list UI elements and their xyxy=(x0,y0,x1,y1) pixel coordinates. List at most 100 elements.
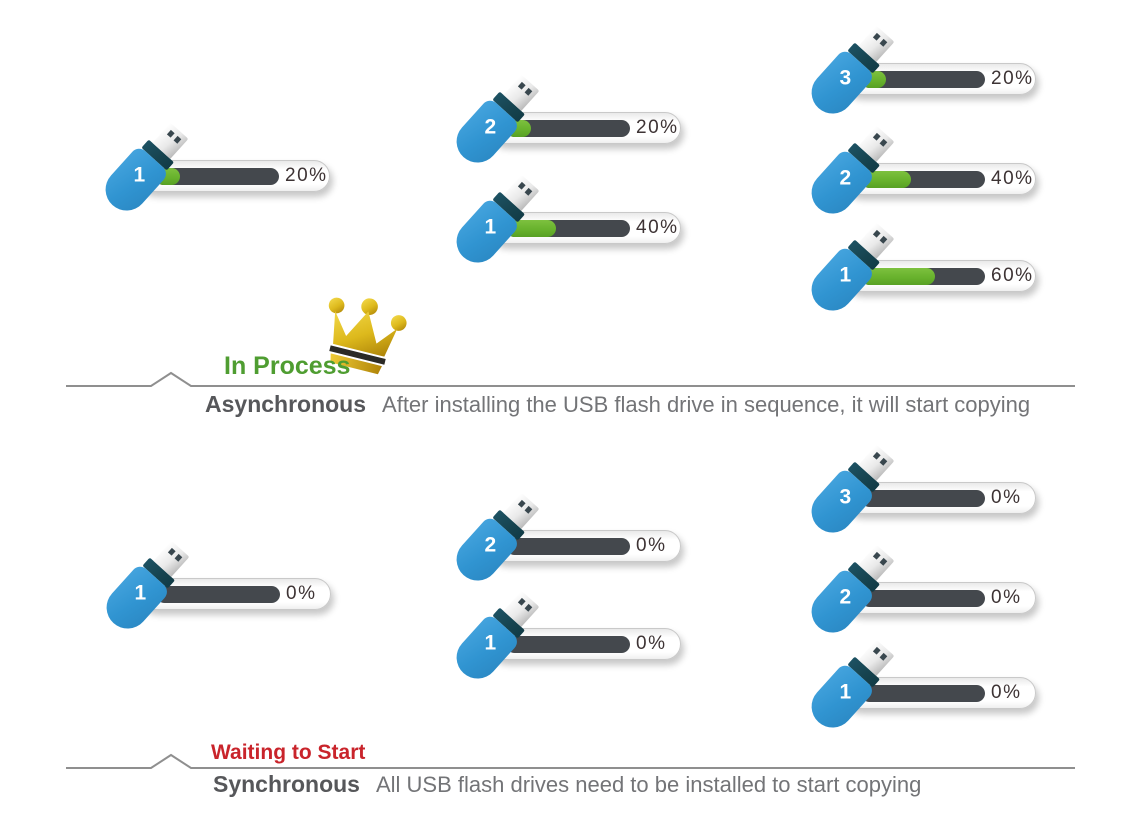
section-heading: Synchronous xyxy=(213,771,360,797)
progress-bar: 0% xyxy=(843,482,1036,514)
connector-hole xyxy=(879,38,888,47)
progress-track xyxy=(861,268,985,285)
connector-hole xyxy=(517,499,526,508)
connector-hole xyxy=(879,457,888,466)
connector-hole xyxy=(173,135,182,144)
usb-drive-row: 0% 3 xyxy=(802,444,1045,548)
usb-stick: 1 xyxy=(97,535,196,638)
usb-drive-row: 0% 2 xyxy=(802,544,1045,648)
drive-number-label: 1 xyxy=(839,263,852,287)
usb-flash-drive-icon: 1 xyxy=(447,174,550,276)
progress-fill xyxy=(861,268,936,285)
usb-flash-drive-icon: 1 xyxy=(97,540,200,642)
drive-number-label: 2 xyxy=(839,166,852,190)
status-label-waiting-to-start: Waiting to Start xyxy=(211,741,366,764)
drive-number-label: 2 xyxy=(839,585,852,609)
usb-drive-row: 40% 2 xyxy=(802,125,1045,229)
connector-hole xyxy=(879,652,888,661)
progress-track xyxy=(861,171,985,188)
connector-hole xyxy=(517,181,526,190)
progress-percent-label: 60% xyxy=(991,265,1034,286)
usb-flash-drive-icon: 1 xyxy=(802,639,905,741)
connector-hole xyxy=(166,129,175,138)
status-label-in-process: In Process xyxy=(224,352,351,380)
progress-percent-label: 20% xyxy=(285,165,328,186)
progress-track xyxy=(861,685,985,702)
usb-drive-row: 20% 3 xyxy=(802,25,1045,129)
usb-flash-drive-icon: 1 xyxy=(96,122,199,224)
progress-bar: 0% xyxy=(138,578,331,610)
progress-bar: 0% xyxy=(843,677,1036,709)
progress-percent-label: 20% xyxy=(991,68,1034,89)
drive-number-label: 1 xyxy=(839,680,852,704)
drive-number-label: 2 xyxy=(484,533,497,557)
connector-hole xyxy=(879,557,888,566)
progress-percent-label: 0% xyxy=(636,535,667,556)
progress-percent-label: 0% xyxy=(991,487,1022,508)
usb-drive-row: 0% 1 xyxy=(802,639,1045,743)
connector-hole xyxy=(872,646,881,655)
connector-hole xyxy=(872,551,881,560)
progress-percent-label: 0% xyxy=(991,682,1022,703)
usb-stick: 2 xyxy=(447,69,546,172)
drive-number-label: 3 xyxy=(839,485,852,509)
progress-percent-label: 40% xyxy=(636,217,679,238)
usb-flash-drive-icon: 1 xyxy=(447,590,550,692)
connector-hole xyxy=(524,505,533,514)
usb-flash-drive-icon: 3 xyxy=(802,25,905,127)
section-description: After installing the USB flash drive in … xyxy=(382,392,1031,417)
progress-percent-label: 40% xyxy=(991,168,1034,189)
connector-hole xyxy=(872,32,881,41)
progress-track xyxy=(861,490,985,507)
section-divider xyxy=(66,753,1075,769)
usb-drive-row: 40% 1 xyxy=(447,174,690,278)
connector-hole xyxy=(167,547,176,556)
usb-drive-row: 0% 1 xyxy=(447,590,690,694)
progress-percent-label: 20% xyxy=(636,117,679,138)
progress-track xyxy=(156,586,280,603)
progress-percent-label: 0% xyxy=(636,633,667,654)
progress-percent-label: 0% xyxy=(991,587,1022,608)
connector-hole xyxy=(879,235,888,244)
usb-drive-row: 20% 1 xyxy=(96,122,339,226)
progress-track xyxy=(506,538,630,555)
usb-stick: 1 xyxy=(802,634,901,737)
section-divider xyxy=(66,371,1075,387)
usb-stick: 1 xyxy=(447,585,546,688)
usb-stick: 1 xyxy=(802,217,901,320)
connector-hole xyxy=(872,229,881,238)
connector-hole xyxy=(524,603,533,612)
drive-number-label: 1 xyxy=(484,631,497,655)
usb-flash-drive-icon: 2 xyxy=(447,492,550,594)
progress-track xyxy=(506,636,630,653)
connector-hole xyxy=(879,138,888,147)
usb-drive-row: 0% 1 xyxy=(97,540,340,644)
usb-flash-drive-icon: 2 xyxy=(802,544,905,646)
progress-bar: 20% xyxy=(137,160,330,192)
connector-hole xyxy=(517,81,526,90)
crown-icon xyxy=(328,297,407,375)
usb-drive-row: 0% 2 xyxy=(447,492,690,596)
drive-number-label: 3 xyxy=(839,66,852,90)
progress-track xyxy=(506,220,630,237)
usb-stick: 1 xyxy=(447,169,546,272)
usb-drive-row: 20% 2 xyxy=(447,74,690,178)
usb-drive-row: 60% 1 xyxy=(802,222,1045,326)
async-caption: Asynchronous After installing the USB fl… xyxy=(205,391,1030,418)
usb-stick: 3 xyxy=(802,20,901,123)
drive-number-label: 2 xyxy=(484,115,497,139)
drive-number-label: 1 xyxy=(484,215,497,239)
usb-stick: 3 xyxy=(802,439,901,542)
progress-percent-label: 0% xyxy=(286,583,317,604)
connector-hole xyxy=(174,553,183,562)
usb-flash-drive-icon: 1 xyxy=(802,222,905,324)
usb-flash-drive-icon: 2 xyxy=(447,74,550,176)
drive-number-label: 1 xyxy=(133,163,146,187)
usb-stick: 2 xyxy=(447,487,546,590)
section-description: All USB flash drives need to be installe… xyxy=(375,772,922,797)
connector-hole xyxy=(872,451,881,460)
usb-stick: 2 xyxy=(802,120,901,223)
progress-bar: 20% xyxy=(488,112,681,144)
sync-caption: Synchronous All USB flash drives need to… xyxy=(213,771,921,798)
connector-hole xyxy=(517,597,526,606)
